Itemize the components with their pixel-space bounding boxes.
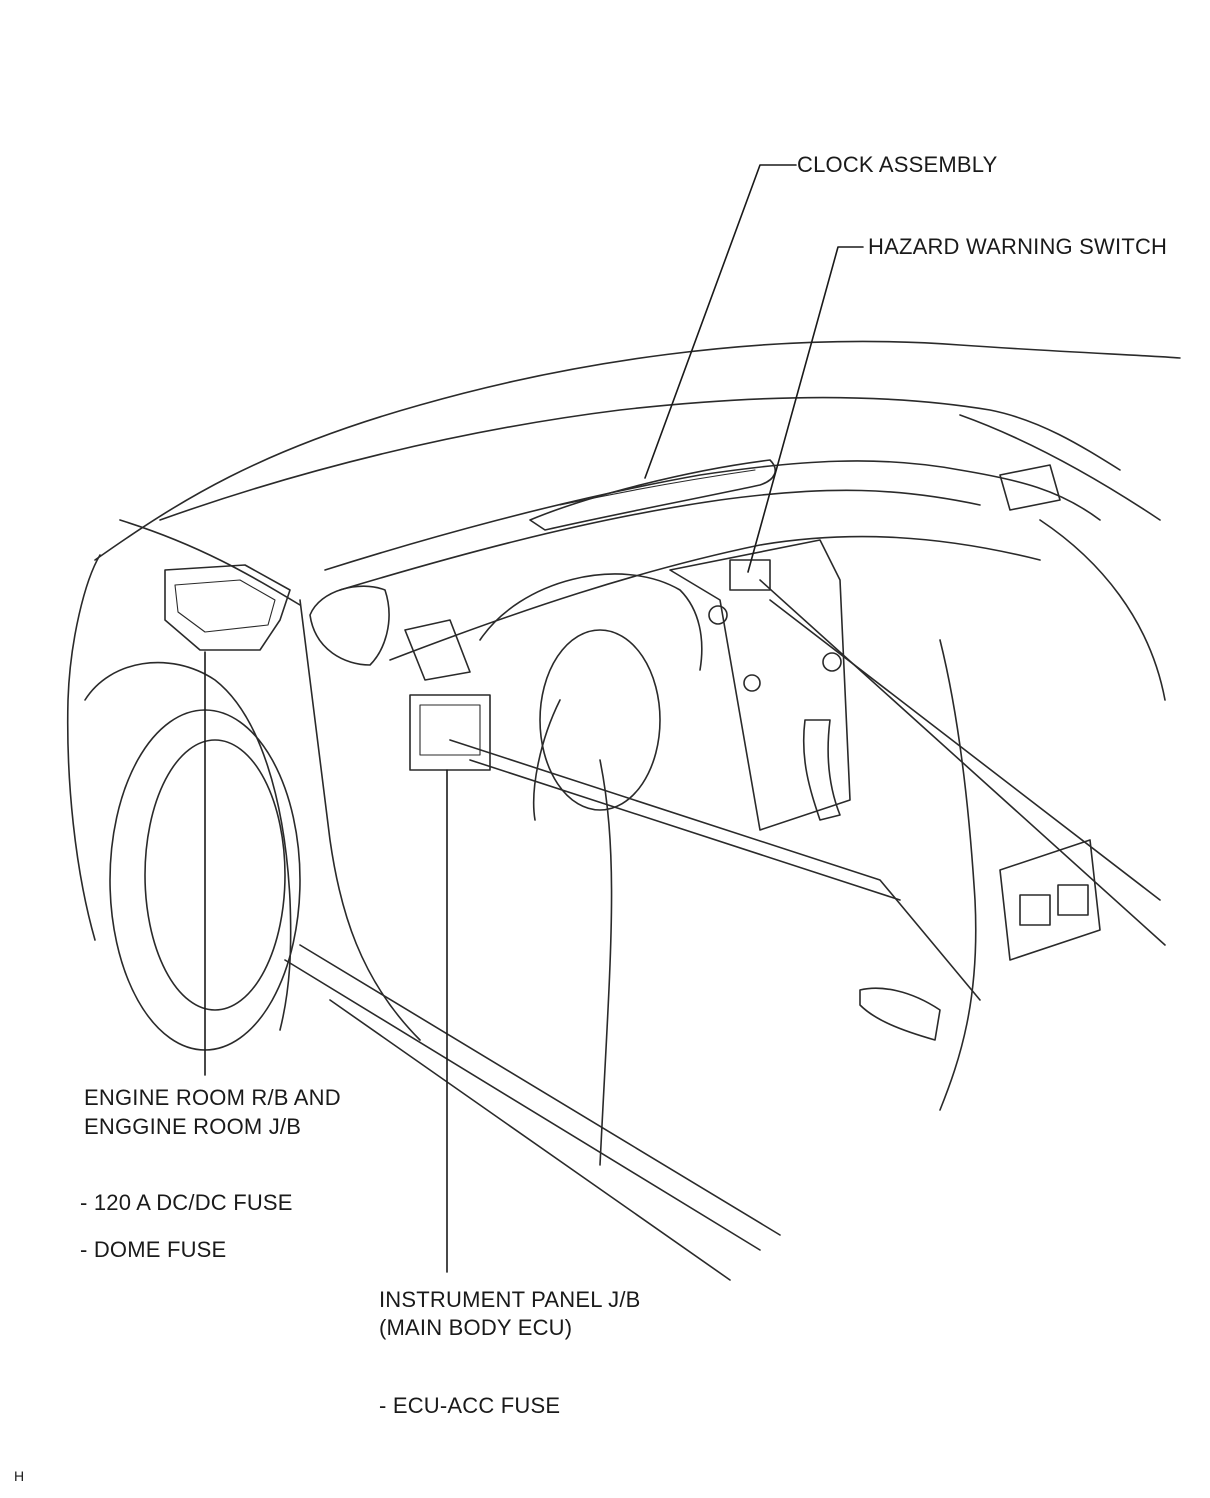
instrument-cluster-hood — [479, 573, 703, 671]
door-sill-edge — [329, 999, 731, 1281]
hazard-switch-leader — [747, 246, 864, 573]
wheel-arch — [84, 661, 292, 1031]
instrument-panel-label-line2: (MAIN BODY ECU) — [379, 1315, 573, 1340]
b-pillar — [939, 639, 977, 1111]
clock-housing — [529, 459, 776, 531]
knob-left — [708, 605, 728, 625]
window-switch-2 — [1057, 884, 1089, 916]
roof-rail — [959, 414, 1161, 521]
window-switch-1 — [1019, 894, 1051, 926]
front-fender — [66, 554, 101, 941]
right-vent — [999, 464, 1061, 511]
seat-edge — [599, 759, 613, 1166]
hood-line — [119, 519, 301, 606]
dash-top-lower — [339, 489, 981, 591]
engine-room-fuse-dcdc: - 120 A DC/DC FUSE — [80, 1190, 293, 1215]
engine-room-label-line1: ENGINE ROOM R/B AND — [84, 1085, 341, 1110]
windshield-outline — [94, 340, 1181, 561]
engine-room-box-detail — [174, 579, 276, 633]
dash-top — [324, 460, 1101, 571]
door-sill-outer — [284, 959, 761, 1251]
door-sill-inner — [299, 944, 781, 1236]
floor-diagonal-2 — [769, 599, 1161, 901]
clock-assembly-leader — [644, 164, 797, 479]
engine-room-box — [164, 564, 291, 651]
hazard-switch-block — [729, 559, 771, 591]
a-pillar — [299, 599, 421, 1041]
console-side — [449, 739, 981, 1001]
door-handle — [859, 987, 941, 1041]
instrument-panel-fuse-ecu-acc: - ECU-ACC FUSE — [379, 1393, 561, 1418]
instrument-panel-jb-detail — [419, 704, 481, 756]
knob-center — [743, 674, 761, 692]
knob-right — [822, 652, 842, 672]
dash-face — [389, 535, 1041, 661]
engine-room-label-line2: ENGGINE ROOM J/B — [84, 1114, 302, 1139]
clock-assembly-label: CLOCK ASSEMBLY — [797, 152, 998, 177]
corner-mark: H — [14, 1468, 25, 1484]
hazard-warning-switch-label: HAZARD WARNING SWITCH — [868, 234, 1168, 259]
shift-lever — [802, 719, 841, 821]
passenger-dash — [1039, 519, 1166, 701]
instrument-panel-jb — [409, 694, 491, 771]
steering-column — [532, 699, 561, 821]
clock-housing-detail — [559, 469, 756, 506]
front-wheel-inner — [144, 739, 286, 1011]
instrument-panel-label-line1: INSTRUMENT PANEL J/B — [379, 1287, 641, 1312]
steering-wheel — [539, 629, 661, 811]
left-vent — [404, 619, 471, 681]
engine-room-fuse-dome: - DOME FUSE — [80, 1237, 227, 1262]
windshield-inner — [159, 396, 1121, 521]
center-stack — [669, 539, 851, 831]
console-side-2 — [469, 759, 901, 901]
side-mirror — [309, 585, 390, 666]
